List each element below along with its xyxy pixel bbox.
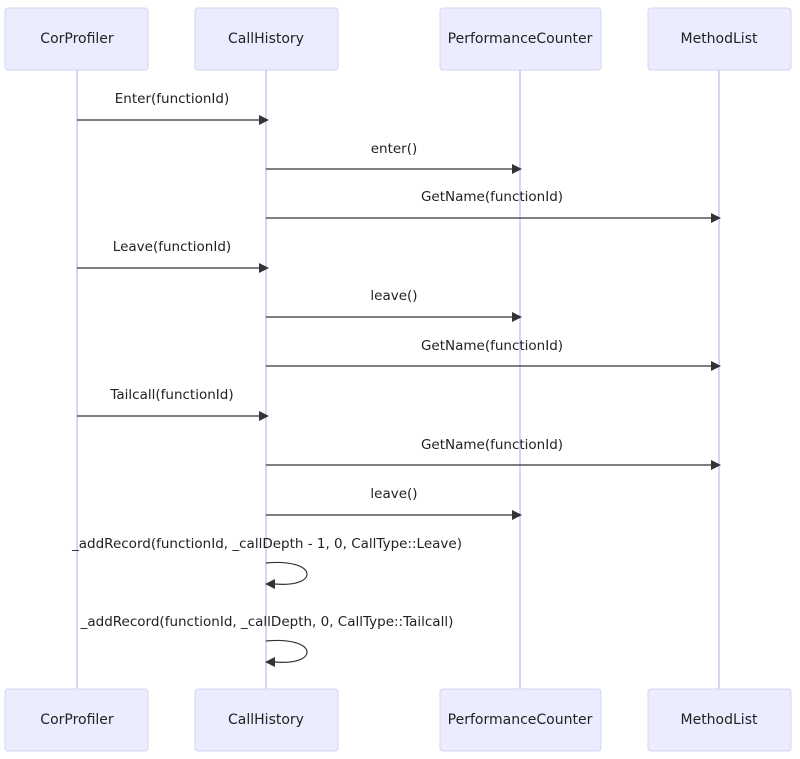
message-getname-3: GetName(functionId) (266, 437, 721, 470)
message-label: _addRecord(functionId, _callDepth - 1, 0… (71, 536, 462, 552)
arrowhead (512, 510, 522, 520)
message-getname-2: GetName(functionId) (266, 338, 721, 371)
message-enter-functionid: Enter(functionId) (77, 91, 269, 125)
message-leave-1: leave() (266, 288, 522, 322)
arrowhead (259, 411, 269, 421)
actor-callhistory-bottom: CallHistory (194, 688, 339, 752)
arrowhead (259, 115, 269, 125)
actor-label: PerformanceCounter (448, 712, 593, 728)
actor-performancecounter-bottom: PerformanceCounter (439, 688, 602, 752)
message-label: Tailcall(functionId) (109, 387, 233, 403)
actor-label: CorProfiler (40, 31, 114, 47)
message-label: _addRecord(functionId, _callDepth, 0, Ca… (80, 614, 454, 630)
message-enter: enter() (266, 141, 522, 174)
message-label: leave() (370, 486, 417, 502)
actors-bottom: CorProfiler CallHistory PerformanceCount… (4, 688, 792, 752)
message-label: GetName(functionId) (421, 189, 563, 205)
arrowhead (265, 657, 275, 667)
message-leave-2: leave() (266, 486, 522, 520)
actor-methodlist-bottom: MethodList (647, 688, 792, 752)
actor-callhistory-top: CallHistory (194, 7, 339, 71)
arrowhead (265, 579, 275, 589)
arrowhead (711, 213, 721, 223)
message-label: GetName(functionId) (421, 338, 563, 354)
actor-corprofiler-bottom: CorProfiler (4, 688, 149, 752)
message-label: GetName(functionId) (421, 437, 563, 453)
message-label: enter() (371, 141, 418, 157)
lifelines (76, 70, 720, 689)
actor-corprofiler-top: CorProfiler (4, 7, 149, 71)
actor-label: CallHistory (228, 31, 304, 47)
arrowhead (711, 460, 721, 470)
message-leave-functionid: Leave(functionId) (77, 239, 269, 273)
message-addrecord-leave: _addRecord(functionId, _callDepth - 1, 0… (71, 536, 462, 589)
actors-top: CorProfiler CallHistory PerformanceCount… (4, 7, 792, 71)
self-loop-arrow (265, 639, 308, 663)
actor-label: MethodList (681, 712, 758, 728)
message-addrecord-tailcall: _addRecord(functionId, _callDepth, 0, Ca… (80, 614, 454, 667)
message-label: Leave(functionId) (113, 239, 231, 255)
actor-methodlist-top: MethodList (647, 7, 792, 71)
actor-label: MethodList (681, 31, 758, 47)
actor-performancecounter-top: PerformanceCounter (439, 7, 602, 71)
message-tailcall-functionid: Tailcall(functionId) (77, 387, 269, 421)
actor-label: CorProfiler (40, 712, 114, 728)
message-label: leave() (370, 288, 417, 304)
actor-label: PerformanceCounter (448, 31, 593, 47)
message-getname-1: GetName(functionId) (266, 189, 721, 223)
self-loop-arrow (265, 561, 308, 585)
message-label: Enter(functionId) (115, 91, 229, 107)
arrowhead (512, 164, 522, 174)
messages: Enter(functionId) enter() GetName(functi… (71, 91, 721, 667)
arrowhead (512, 312, 522, 322)
actor-label: CallHistory (228, 712, 304, 728)
arrowhead (711, 361, 721, 371)
arrowhead (259, 263, 269, 273)
